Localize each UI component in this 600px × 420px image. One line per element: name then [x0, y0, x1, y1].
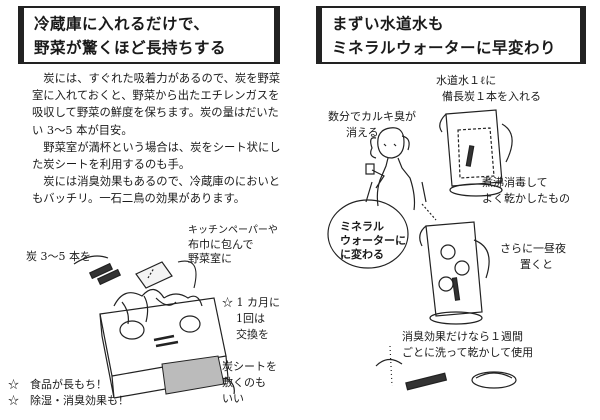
woman-drinking-icon: [365, 127, 427, 211]
label-tap-1: 水道水１ℓに: [436, 74, 497, 87]
right-headline-line-1: まずい水道水も: [332, 15, 445, 33]
callout-text: ミネラル ウォーターに に変わる: [340, 220, 406, 262]
callout-line-1: ミネラル: [340, 220, 384, 233]
left-headline-banner: 冷蔵庫に入れるだけで、 野菜が驚くほど長持ちする: [18, 6, 280, 64]
label-wrap-3: 野菜室に: [188, 252, 232, 265]
label-deodor-2: ごとに洗って乾かして使用: [402, 346, 534, 359]
charcoal-sticks-icon: [88, 262, 122, 286]
label-chlorine-1: 数分でカルキ臭が: [328, 110, 416, 123]
left-headline-line-1: 冷蔵庫に入れるだけで、: [34, 15, 210, 33]
callout-bubble: [327, 199, 409, 269]
left-paragraph-1: 炭には、すぐれた吸着力があるので、炭を野菜室に入れておくと、野菜から出たエチレン…: [32, 72, 281, 137]
right-headline-banner: まずい水道水も ミネラルウォーターに早変わり: [316, 6, 586, 64]
left-panel: 冷蔵庫に入れるだけで、 野菜が驚くほど長持ちする 炭には、すぐれた吸着力があるの…: [4, 6, 292, 412]
right-panel: まずい水道水も ミネラルウォーターに早変わり: [306, 6, 594, 412]
label-charcoal-count: 炭 3〜5 本を: [26, 250, 91, 263]
label-sheet-3: いい: [222, 392, 244, 405]
left-paragraph-3: 炭には消臭効果もあるので、冷蔵庫のにおいともバッチリ。一石二鳥の効果があります。: [32, 175, 281, 206]
label-replace-2: 1回は: [236, 312, 265, 325]
callout-line-3: に変わる: [340, 248, 384, 261]
left-body-text: 炭には、すぐれた吸着力があるので、炭を野菜室に入れておくと、野菜から出たエチレン…: [32, 70, 282, 208]
label-replace-1: ☆ 1 カ月に: [222, 296, 280, 309]
water-pitcher-illustration: [327, 109, 517, 391]
callout-line-2: ウォーターに: [340, 234, 406, 247]
label-overnight-2: 置くと: [520, 258, 553, 271]
label-replace-3: 交換を: [236, 328, 269, 341]
label-benefit-2: ☆ 除湿・消臭効果も！: [8, 394, 129, 407]
label-chlorine-2: 消える: [346, 126, 379, 139]
label-tap-2: 備長炭１本を入れる: [442, 90, 541, 103]
left-paragraph-2: 野菜室が満杯という場合は、炭をシート状にした炭シートを利用するのも手。: [32, 140, 281, 172]
pitcher-bottom-icon: [419, 221, 490, 325]
label-benefit-1: ☆ 食品が長もち！: [8, 378, 107, 391]
pitcher-top-icon: [439, 109, 513, 197]
left-headline-line-2: 野菜が驚くほど長持ちする: [34, 39, 227, 57]
label-boil-2: よく乾かしたもの: [482, 192, 570, 205]
label-wrap-2: 布巾に包んで: [188, 238, 254, 251]
fridge-drawer-illustration: [73, 255, 235, 399]
label-sheet-2: 敷くのも: [222, 376, 266, 389]
label-sheet-1: 炭シートを: [222, 360, 277, 373]
right-headline-line-2: ミネラルウォーターに早変わり: [332, 39, 557, 57]
label-deodor-1: 消臭効果だけなら１週間: [402, 330, 523, 343]
label-wrap-1: キッチンペーパーや: [188, 225, 278, 236]
label-boil-1: 煮沸消毒して: [482, 176, 548, 189]
label-overnight-1: さらに一昼夜: [500, 242, 566, 255]
